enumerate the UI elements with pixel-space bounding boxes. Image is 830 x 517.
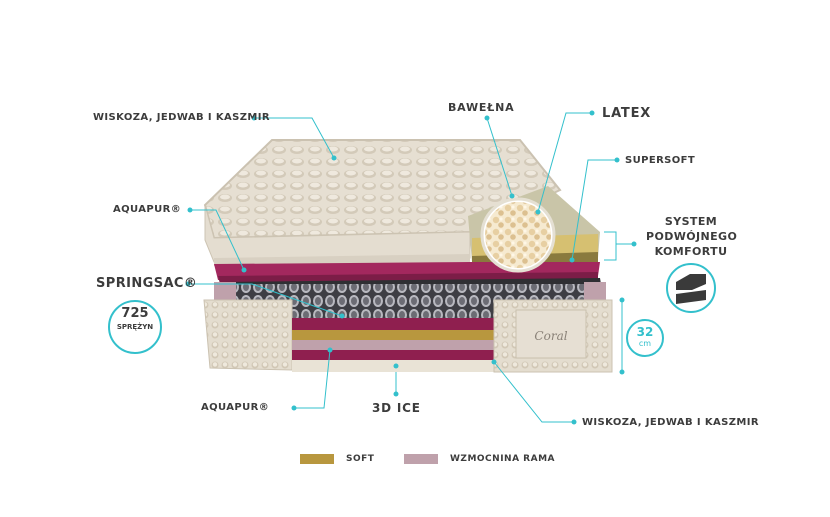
- legend-soft-swatch: [300, 454, 334, 464]
- height-unit: cm: [638, 339, 652, 348]
- springs-count: 725: [121, 306, 149, 321]
- springs-unit: SPRĘŻYN: [116, 323, 154, 331]
- label-cotton: BAWEŁNA: [448, 101, 515, 114]
- legend-frame-swatch: [404, 454, 438, 464]
- label-bottom-cover: WISKOZA, JEDWAB I KASZMIR: [582, 417, 760, 428]
- label-aquapur-top: AQUAPUR®: [113, 204, 182, 215]
- legend-frame-label: WZMOCNINA RAMA: [450, 454, 555, 464]
- brand-logo-text: Coral: [534, 329, 567, 343]
- label-springsac: SPRINGSAC®: [96, 276, 198, 291]
- height-badge: 32 cm: [626, 319, 664, 357]
- 3d-ice-layer: [292, 360, 494, 372]
- label-comfort-system: SYSTEM PODWÓJNEGO KOMFORTU: [646, 215, 738, 258]
- legend-soft: SOFT: [300, 454, 374, 464]
- leader-lines: [188, 112, 634, 423]
- legend-frame: WZMOCNINA RAMA: [404, 454, 555, 464]
- height-value: 32: [636, 325, 654, 339]
- base-left-side: [203, 299, 293, 371]
- label-3d-ice: 3D ICE: [372, 401, 421, 415]
- label-latex: LATEX: [602, 106, 652, 121]
- legend-soft-label: SOFT: [346, 454, 375, 464]
- soft-layer: [292, 330, 494, 340]
- label-aquapur-bottom: AQUAPUR®: [201, 402, 270, 413]
- label-supersoft: SUPERSOFT: [625, 155, 696, 166]
- label-top-cover: WISKOZA, JEDWAB I KASZMIR: [93, 112, 271, 123]
- springs-count-badge: 725 SPRĘŻYN: [108, 300, 162, 354]
